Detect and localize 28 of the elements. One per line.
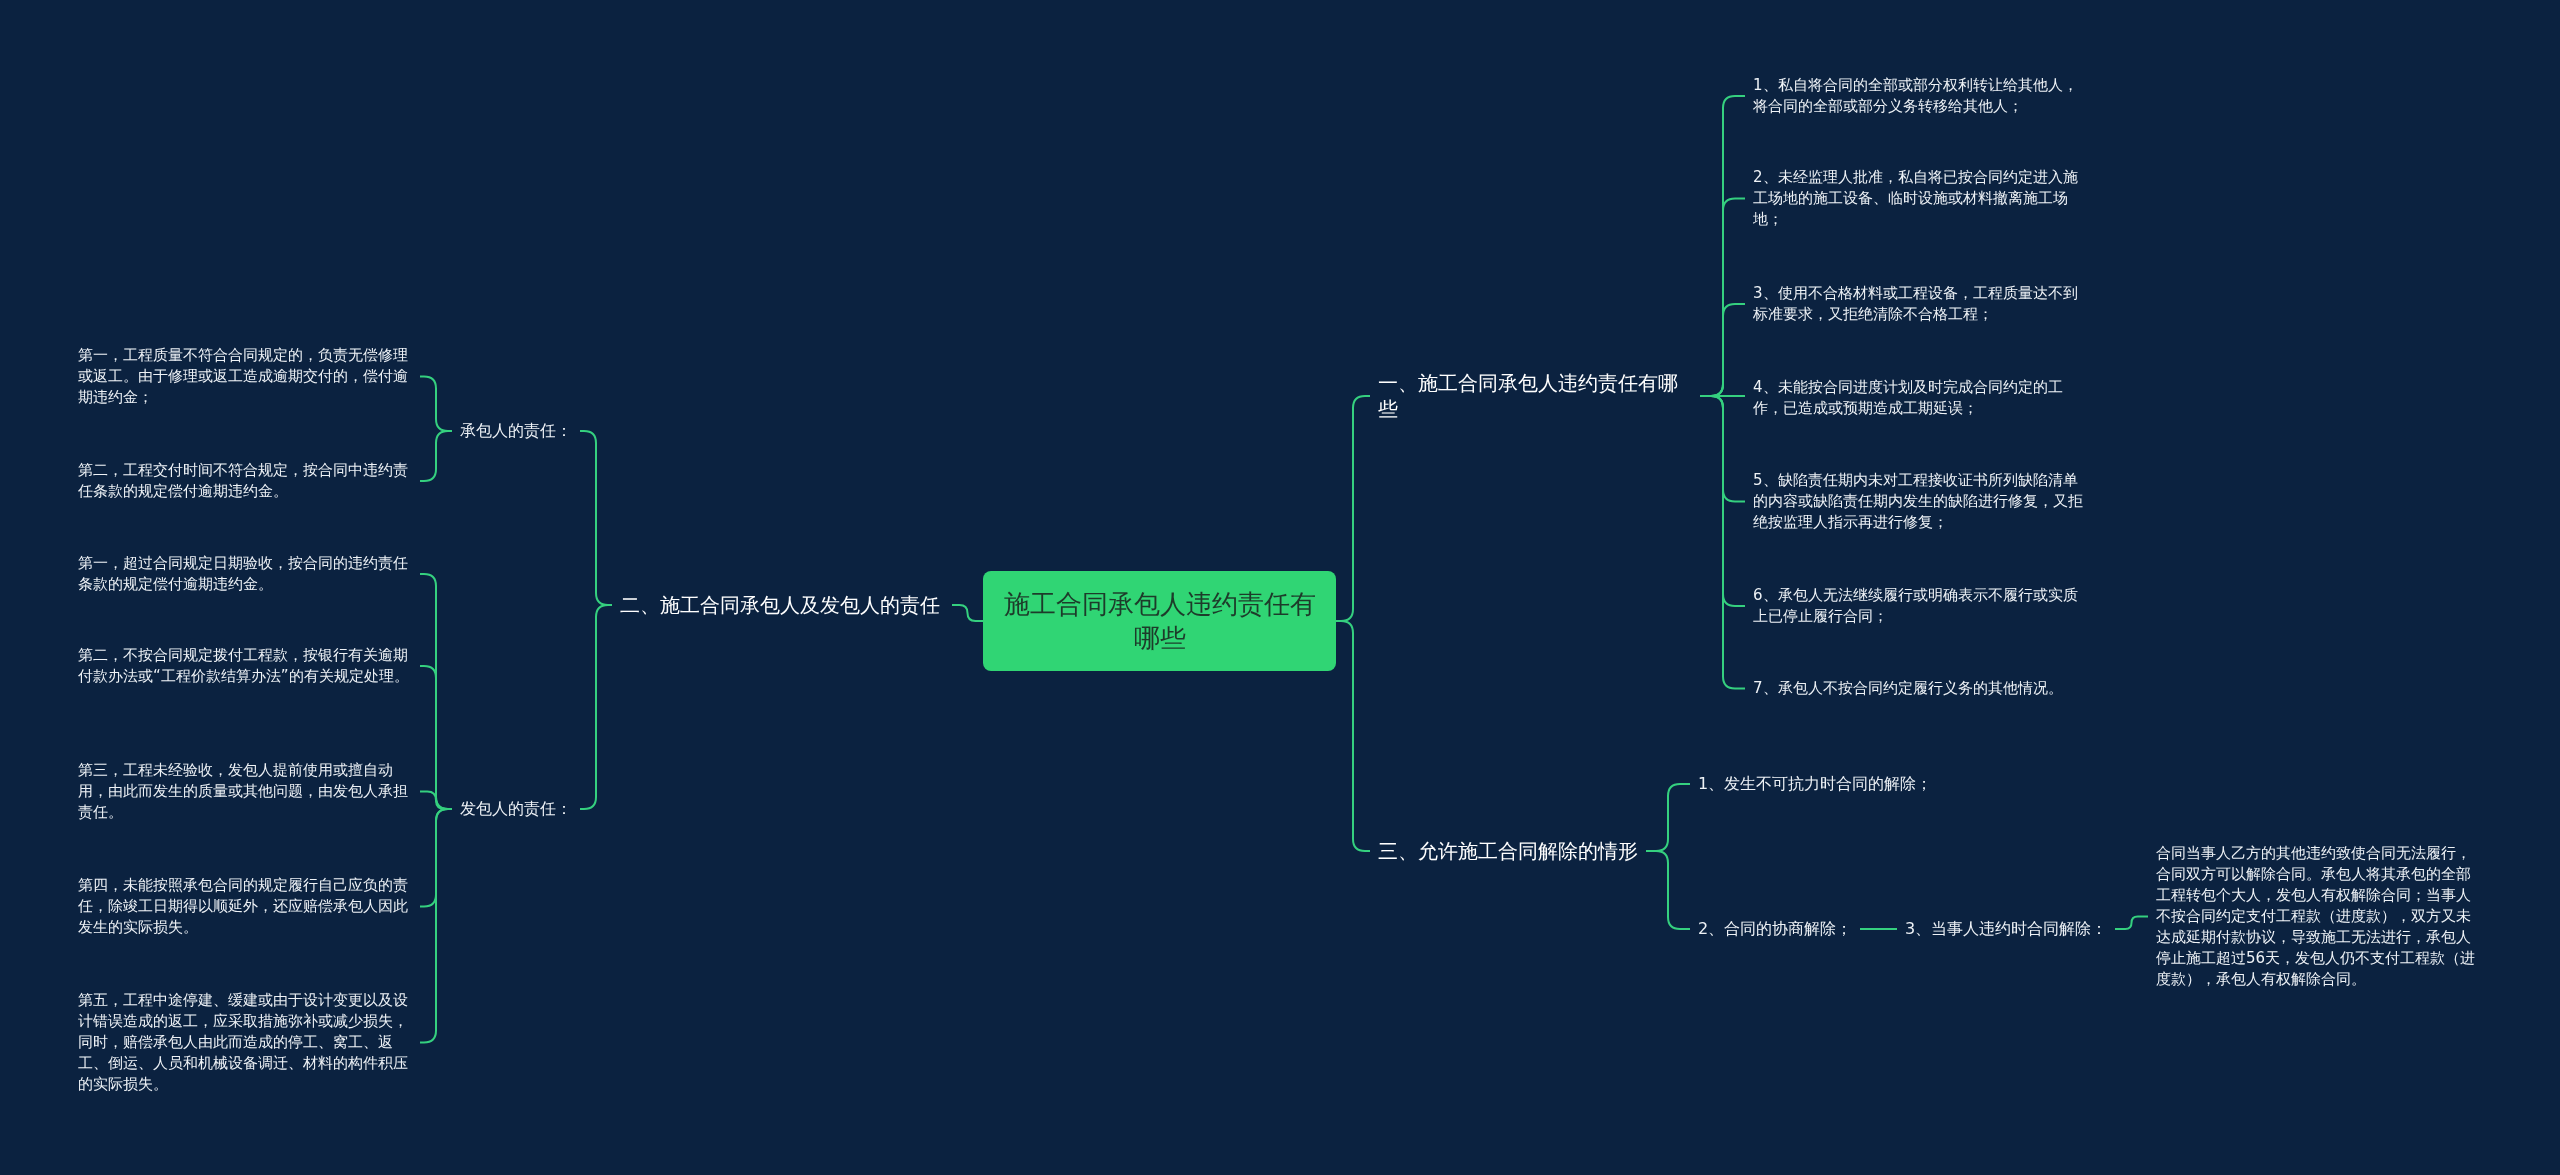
leaf-text: 7、承包人不按合同约定履行义务的其他情况。 — [1745, 678, 2095, 699]
branch-topic: 一、施工合同承包人违约责任有哪些 — [1370, 370, 1700, 422]
connector-line — [1859, 928, 1898, 930]
connector-line — [951, 604, 984, 622]
leaf-text: 第一，工程质量不符合合同规定的，负责无偿修理或返工。由于修理或返工造成逾期交付的，偿付逾期违约金； — [70, 345, 420, 408]
connector-line — [419, 430, 453, 482]
subtopic-text: 2、合同的协商解除； — [1690, 918, 1861, 940]
leaf-text: 第一，超过合同规定日期验收，按合同的违约责任条款的规定偿付逾期违约金。 — [70, 553, 420, 595]
root-topic-box: 施工合同承包人违约责任有哪些 — [983, 571, 1336, 671]
branch-topic: 三、允许施工合同解除的情形 — [1370, 838, 1646, 864]
leaf-text: 合同当事人乙方的其他违约致使合同无法履行，合同双方可以解除合同。承包人将其承包的全部工程转包个大人，发包人有权解除合同；当事人不按合同约定支付工程款（进度款），双方又未达成延期付款协议，导致施工无法进行，承包人停止施工超过56天，发包人仍不支付工程款（进度款），承包人有权解除合同。 — [2148, 843, 2493, 990]
leaf-text: 第三，工程未经验收，发包人提前使用或擅自动用，由此而发生的质量或其他问题，由发包人承担责任。 — [70, 760, 420, 823]
subtopic-text: 承包人的责任： — [452, 420, 580, 442]
leaf-text: 第二，工程交付时间不符合规定，按合同中违约责任条款的规定偿付逾期违约金。 — [70, 460, 420, 502]
leaf-text: 2、未经监理人批准，私自将已按合同约定进入施工场地的施工设备、临时设施或材料撤离施工场地； — [1745, 167, 2095, 230]
subtopic-text: 3、当事人违约时合同解除： — [1897, 918, 2116, 940]
leaf-text: 5、缺陷责任期内未对工程接收证书所列缺陷清单的内容或缺陷责任期内发生的缺陷进行修复，又拒绝按监理人指示再进行修复； — [1745, 470, 2095, 533]
leaf-text: 第五，工程中途停建、缓建或由于设计变更以及设计错误造成的返工，应采取措施弥补或减少损失，同时，赔偿承包人由此而造成的停工、窝工、返工、倒运、人员和机械设备调迁、材料的构件积压的实际损失。 — [70, 990, 420, 1095]
subtopic-text: 1、发生不可抗力时合同的解除； — [1690, 773, 1941, 795]
leaf-text: 第四，未能按照承包合同的规定履行自己应负的责任，除竣工日期得以顺延外，还应赔偿承包人因此发生的实际损失。 — [70, 875, 420, 938]
leaf-text: 3、使用不合格材料或工程设备，工程质量达不到标准要求，又拒绝清除不合格工程； — [1745, 283, 2095, 325]
leaf-text: 1、私自将合同的全部或部分权利转让给其他人，将合同的全部或部分义务转移给其他人； — [1745, 75, 2095, 117]
leaf-text: 第二，不按合同规定拨付工程款，按银行有关逾期付款办法或“工程价款结算办法”的有关规定处理。 — [70, 645, 420, 687]
leaf-text: 6、承包人无法继续履行或明确表示不履行或实质上已停止履行合同； — [1745, 585, 2095, 627]
subtopic-text: 发包人的责任： — [452, 798, 580, 820]
leaf-text: 4、未能按合同进度计划及时完成合同约定的工作，已造成或预期造成工期延误； — [1745, 377, 2095, 419]
connector-line — [2114, 915, 2149, 930]
branch-topic: 二、施工合同承包人及发包人的责任 — [612, 592, 952, 618]
